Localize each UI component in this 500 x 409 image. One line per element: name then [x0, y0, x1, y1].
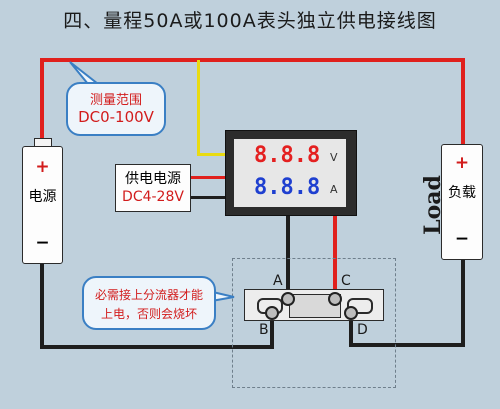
warning-line-2: 上电，否则会烧坏 [100, 307, 197, 321]
current-display: 8.8.8 [254, 175, 321, 200]
range-label: 测量范围 [89, 93, 142, 108]
red-wire-right-drop [461, 58, 465, 144]
black-supply-wire [190, 196, 231, 199]
diagram-title: 四、量程50A或100A表头独立供电接线图 [63, 10, 437, 32]
load-label: 负载 [448, 185, 476, 201]
black-wire-right [461, 258, 465, 347]
terminal-a [281, 292, 295, 306]
terminal-c-label: C [341, 273, 351, 289]
meter-screen: 8.8.8 V 8.8.8 A [234, 139, 346, 207]
red-wire-top [40, 58, 465, 62]
wire-d [349, 315, 353, 347]
meter-housing: 8.8.8 V 8.8.8 A [225, 130, 357, 216]
terminal-b-label: B [259, 322, 269, 338]
shunt-area-outline [232, 258, 396, 388]
load: + 负载 − [441, 144, 483, 260]
power-source: + 电源 − [22, 146, 63, 264]
yellow-wire-vertical [197, 60, 200, 155]
load-minus-sign: − [454, 229, 470, 249]
red-supply-wire [190, 176, 231, 179]
terminal-b [265, 306, 279, 320]
terminal-a-label: A [273, 273, 283, 289]
load-plus-sign: + [454, 153, 470, 173]
red-wire-left-drop [40, 58, 44, 146]
yellow-wire-horizontal [197, 153, 231, 156]
current-unit: A [330, 183, 338, 196]
load-english-label: Load [420, 175, 446, 235]
terminal-c [328, 292, 342, 306]
power-plus-sign: + [35, 157, 50, 177]
supply-box: 供电电源 DC4-28V [115, 164, 191, 212]
voltage-display: 8.8.8 [254, 143, 321, 168]
supply-label: 供电电源 [125, 171, 181, 187]
warning-line-1: 必需接上分流器才能 [94, 288, 203, 302]
power-source-label: 电源 [28, 189, 57, 205]
range-bubble: 测量范围 DC0-100V [66, 82, 166, 136]
wire-a [286, 213, 290, 299]
power-minus-sign: − [35, 233, 50, 253]
supply-value: DC4-28V [122, 189, 184, 205]
voltage-unit: V [330, 151, 338, 164]
warning-bubble: 必需接上分流器才能 上电，否则会烧坏 [82, 276, 216, 330]
terminal-d-label: D [357, 322, 368, 338]
terminal-d [344, 306, 358, 320]
black-wire-left [40, 262, 44, 348]
wire-c [333, 213, 337, 299]
black-wire-bottom-right [349, 343, 465, 347]
range-value: DC0-100V [78, 108, 154, 126]
wire-b [270, 315, 274, 349]
black-wire-bottom-left [40, 345, 272, 349]
